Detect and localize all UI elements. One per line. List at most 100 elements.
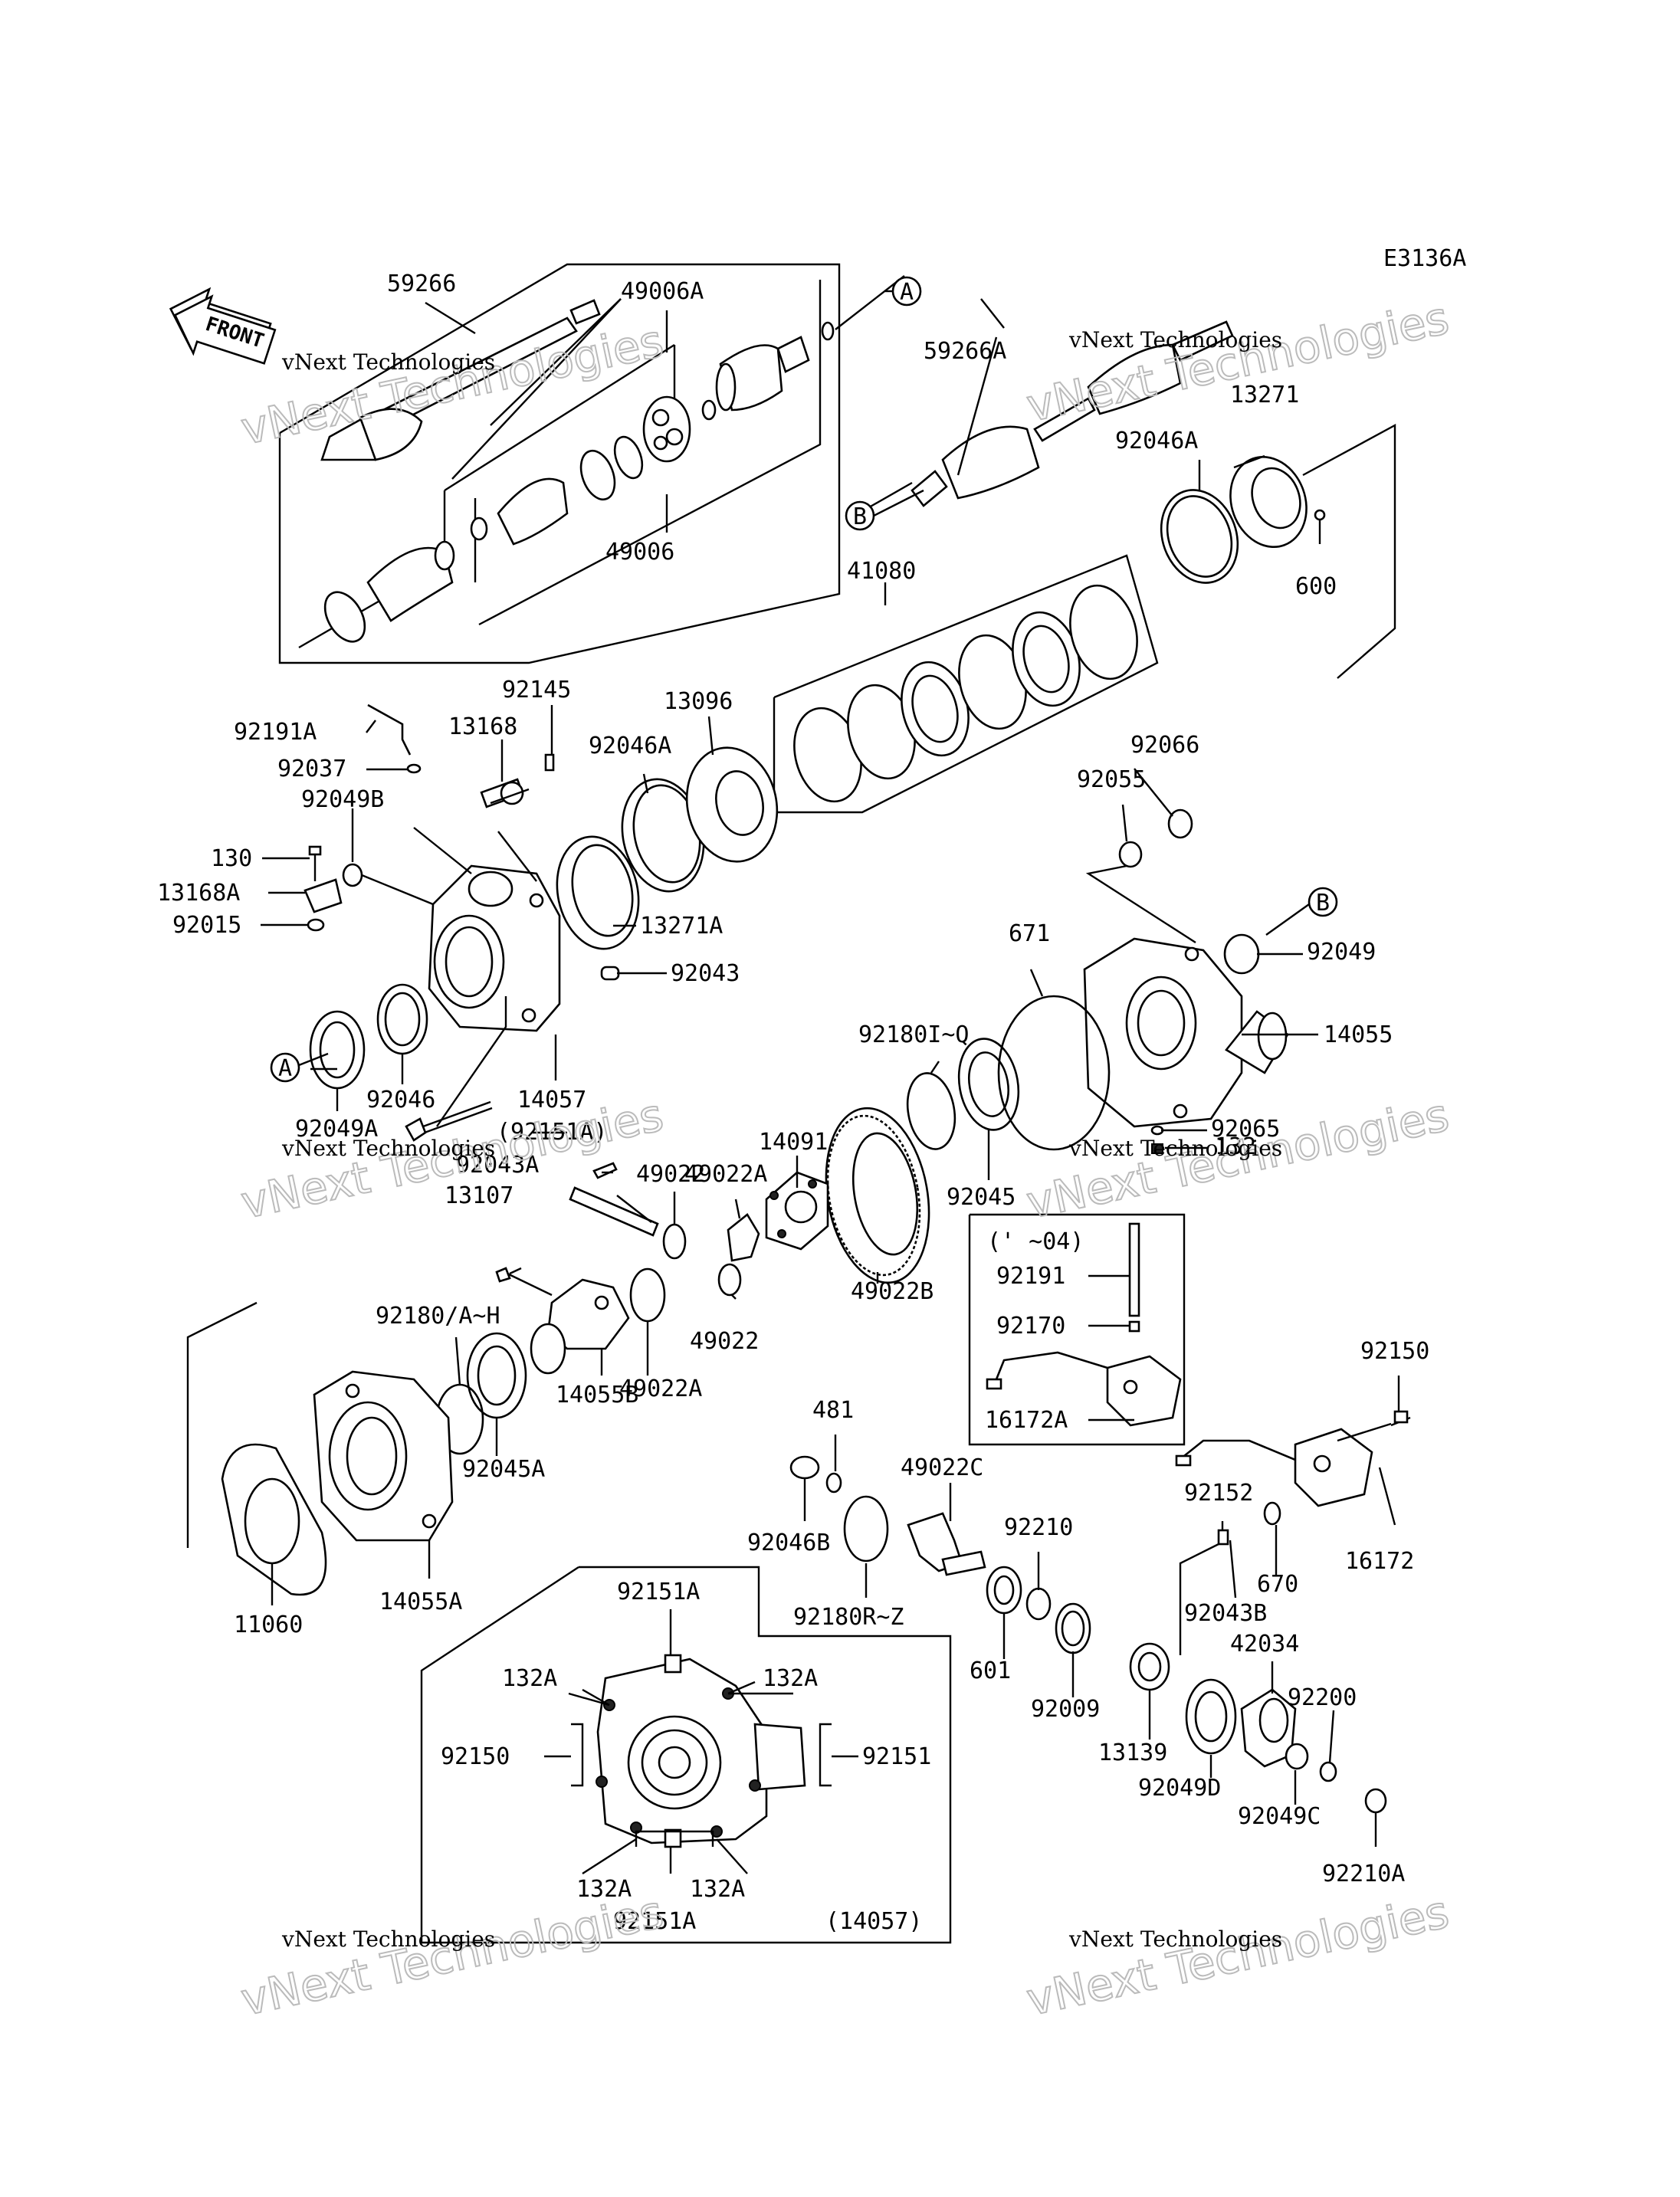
nut-132 — [1151, 1143, 1163, 1154]
boot-inner-49006 — [470, 435, 644, 546]
bolt-92065 — [1150, 1125, 1164, 1136]
part-label: 92180I~Q — [858, 1021, 970, 1048]
part-label: 600 — [1295, 573, 1337, 600]
seal-92049D — [1185, 1678, 1237, 1755]
lever-13168A — [304, 878, 343, 913]
callout-a-left: A — [270, 1052, 329, 1083]
svg-text:vNext Technologies: vNext Technologies — [281, 1136, 495, 1161]
nut-92210 — [1025, 1587, 1052, 1621]
part-label: 13271 — [1230, 382, 1299, 408]
svg-text:vNext Technologies: vNext Technologies — [1068, 1136, 1282, 1161]
part-label: 14055A — [379, 1589, 462, 1615]
part-label: 92049A — [295, 1116, 378, 1143]
variant-box — [968, 1213, 1186, 1446]
part-label: 92151 — [862, 1743, 931, 1770]
part-label: 132 — [1215, 1133, 1256, 1160]
shim-92180I-Q — [906, 1072, 956, 1150]
part-label: 92170 — [996, 1313, 1065, 1340]
case-14055B — [530, 1278, 630, 1375]
nut-92015 — [307, 918, 325, 932]
part-label: 132A — [502, 1665, 557, 1692]
part-label: (' ~04) — [987, 1228, 1084, 1255]
part-label: 92049C — [1238, 1803, 1321, 1830]
part-label: 92210A — [1322, 1861, 1405, 1887]
cv-joint — [642, 321, 835, 463]
part-label: 92210 — [1004, 1514, 1073, 1541]
tube-92191A — [367, 703, 412, 756]
part-label: 92045 — [947, 1184, 1016, 1211]
housing-inset-box — [420, 1566, 952, 1944]
part-label: 13271A — [640, 913, 723, 939]
part-label: 481 — [812, 1397, 854, 1424]
gear-49022-a — [662, 1223, 687, 1260]
part-label: 92046 — [366, 1087, 435, 1113]
part-label: 13096 — [664, 688, 733, 715]
svg-text:vNext Technologies: vNext Technologies — [1068, 327, 1282, 353]
part-label: 49006A — [621, 278, 704, 305]
part-label: 92045A — [462, 1456, 545, 1483]
housing-14055 — [1083, 937, 1289, 1128]
part-label: 92046B — [747, 1530, 830, 1556]
part-label: 11060 — [234, 1612, 303, 1638]
part-label: 92151A — [613, 1908, 696, 1935]
part-label: 42034 — [1230, 1631, 1299, 1658]
svg-text:B: B — [853, 503, 867, 530]
svg-text:vNext Technologies: vNext Technologies — [281, 1926, 495, 1952]
part-label: 92037 — [277, 756, 346, 782]
gasket-11060 — [221, 1443, 327, 1596]
part-label: 92150 — [441, 1743, 510, 1770]
ring-13271A — [556, 835, 640, 950]
part-label: 92049B — [301, 786, 384, 813]
part-label: 92066 — [1130, 732, 1199, 759]
part-label: 671 — [1009, 920, 1050, 947]
part-label: 92150 — [1360, 1338, 1429, 1365]
part-label: 130 — [211, 845, 252, 872]
bearing-92046B — [789, 1455, 820, 1480]
callout-b-right: B — [1265, 887, 1338, 936]
pin-92043 — [600, 966, 620, 981]
boot-outer — [323, 540, 455, 643]
part-label: 601 — [970, 1658, 1011, 1684]
housing-14055A — [313, 1370, 454, 1542]
part-label: 92043A — [456, 1152, 539, 1179]
housing-14057-front — [596, 1654, 806, 1848]
coupling-13139 — [1129, 1642, 1170, 1691]
part-label: 92009 — [1031, 1696, 1100, 1723]
svg-text:B: B — [1316, 890, 1330, 917]
part-labels: 59266 49006A 49006 59266A 13271 92046A 6… — [157, 271, 1429, 1935]
part-label: 92191A — [234, 719, 317, 746]
part-label: 670 — [1257, 1571, 1298, 1598]
part-label: 49022A — [619, 1376, 702, 1402]
actuator-16172 — [1175, 1428, 1373, 1507]
ball-600 — [1314, 509, 1326, 521]
clip-481 — [825, 1472, 842, 1494]
nut-92066 — [1167, 808, 1193, 839]
part-label: (14057) — [825, 1908, 922, 1935]
tube-92191 — [1128, 1222, 1140, 1317]
actuator-16172A — [986, 1351, 1182, 1427]
callout-a-top: A — [885, 276, 922, 307]
part-label: 49022B — [851, 1278, 934, 1305]
part-label: 92151A — [617, 1579, 700, 1605]
bolt-130 — [308, 845, 322, 881]
part-label: 92152 — [1184, 1480, 1253, 1507]
bearing-92046A-top — [1160, 489, 1239, 584]
part-label: 14055 — [1324, 1021, 1393, 1048]
part-label: 132A — [690, 1876, 745, 1903]
part-label: 49022 — [690, 1328, 759, 1355]
part-label: 92049 — [1307, 939, 1376, 966]
actuator-13168 — [480, 778, 530, 808]
bolt-92152 — [1217, 1529, 1229, 1546]
part-label: 92015 — [172, 912, 241, 939]
ring-gear-49022B — [825, 1107, 930, 1284]
spring-92145 — [544, 753, 555, 772]
svg-text:vNext Technologies: vNext Technologies — [281, 349, 495, 375]
part-label: 92191 — [996, 1263, 1065, 1290]
part-label: 92065 — [1211, 1116, 1280, 1143]
seal-92049C — [1285, 1743, 1309, 1770]
shim-92180R-Z — [843, 1495, 889, 1562]
nut-92210A — [1364, 1788, 1387, 1814]
part-label: 92046A — [1115, 428, 1198, 454]
oring-670 — [1263, 1501, 1281, 1526]
